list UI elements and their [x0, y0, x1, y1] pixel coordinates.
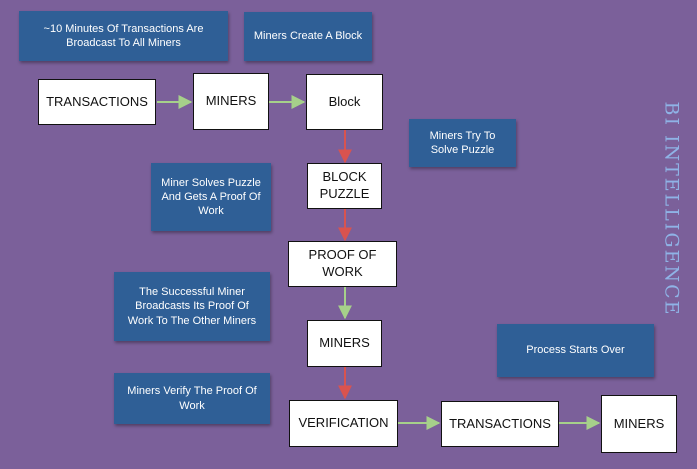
node-miners-3: MINERS [601, 395, 677, 453]
node-miners-2-label: MINERS [319, 335, 370, 351]
node-transactions-start: TRANSACTIONS [38, 79, 156, 125]
note-solves: Miner Solves Puzzle And Gets A Proof Of … [151, 163, 271, 231]
node-transactions-end: TRANSACTIONS [441, 401, 559, 447]
node-proof-of-work-label: PROOF OF WORK [308, 247, 377, 279]
note-try-solve: Miners Try To Solve Puzzle [409, 119, 516, 167]
brand-text: BI INTELLIGENCE [660, 101, 682, 317]
node-transactions-end-label: TRANSACTIONS [449, 415, 551, 431]
note-starts-over: Process Starts Over [497, 324, 654, 377]
note-create-block: Miners Create A Block [244, 12, 372, 61]
note-try-solve-text: Miners Try To Solve Puzzle [429, 129, 496, 156]
node-miners-2: MINERS [307, 320, 382, 367]
node-block-label: Block [328, 93, 361, 109]
node-miners-1: MINERS [193, 73, 269, 130]
note-broadcast: ~10 Minutes Of Transactions Are Broadcas… [19, 11, 228, 61]
note-starts-over-text: Process Starts Over [526, 344, 625, 357]
note-solves-text: Miner Solves Puzzle And Gets A Proof Of … [161, 176, 261, 218]
note-verify: Miners Verify The Proof Of Work [114, 373, 270, 424]
note-successful: The Successful Miner Broadcasts Its Proo… [114, 272, 270, 341]
note-successful-text: The Successful Miner Broadcasts Its Proo… [127, 286, 257, 327]
node-block: Block [306, 74, 383, 130]
node-block-puzzle: BLOCK PUZZLE [307, 163, 382, 209]
node-verification: VERIFICATION [289, 400, 398, 447]
node-miners-3-label: MINERS [613, 415, 665, 431]
node-verification-label: VERIFICATION [298, 415, 389, 431]
note-broadcast-text: ~10 Minutes Of Transactions Are Broadcas… [43, 22, 204, 49]
node-miners-1-label: MINERS [205, 93, 257, 109]
note-create-block-text: Miners Create A Block [253, 30, 363, 43]
node-block-puzzle-label: BLOCK PUZZLE [319, 169, 370, 201]
brand-watermark: BI INTELLIGENCE [637, 102, 697, 317]
note-verify-text: Miners Verify The Proof Of Work [127, 385, 257, 412]
node-proof-of-work: PROOF OF WORK [288, 241, 397, 287]
node-transactions-start-label: TRANSACTIONS [46, 93, 148, 109]
